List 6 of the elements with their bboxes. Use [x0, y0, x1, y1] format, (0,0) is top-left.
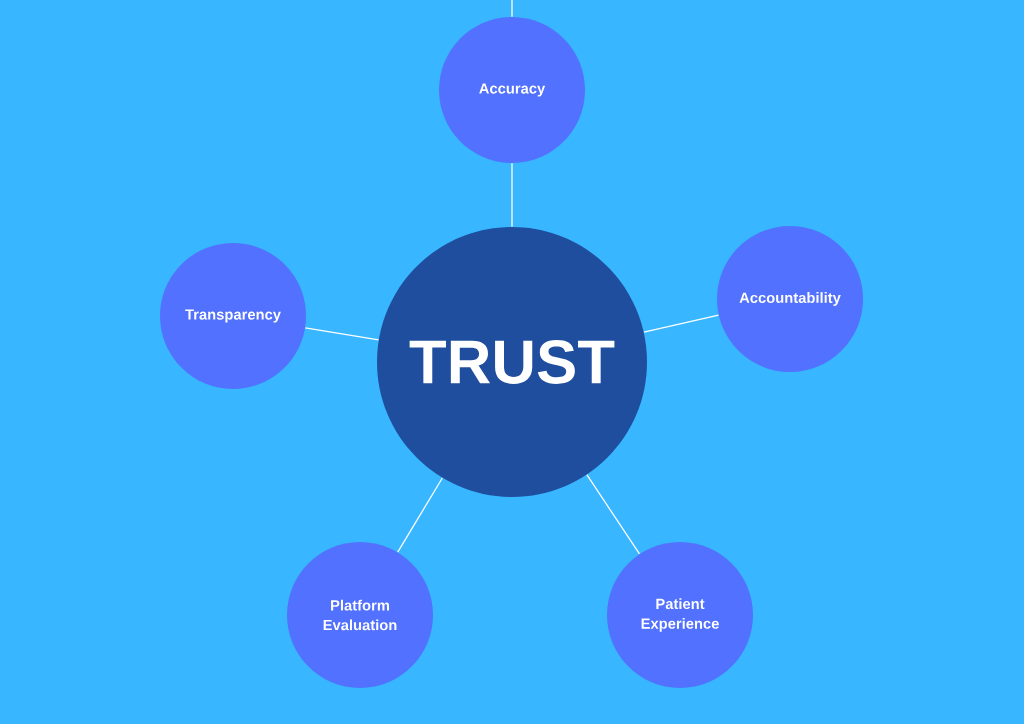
- connector-line: [397, 477, 443, 553]
- connector-line: [643, 314, 720, 333]
- connector-line: [511, 162, 513, 228]
- connector-line: [586, 474, 641, 555]
- connector-line: [511, 0, 513, 18]
- connector-line: [304, 327, 380, 341]
